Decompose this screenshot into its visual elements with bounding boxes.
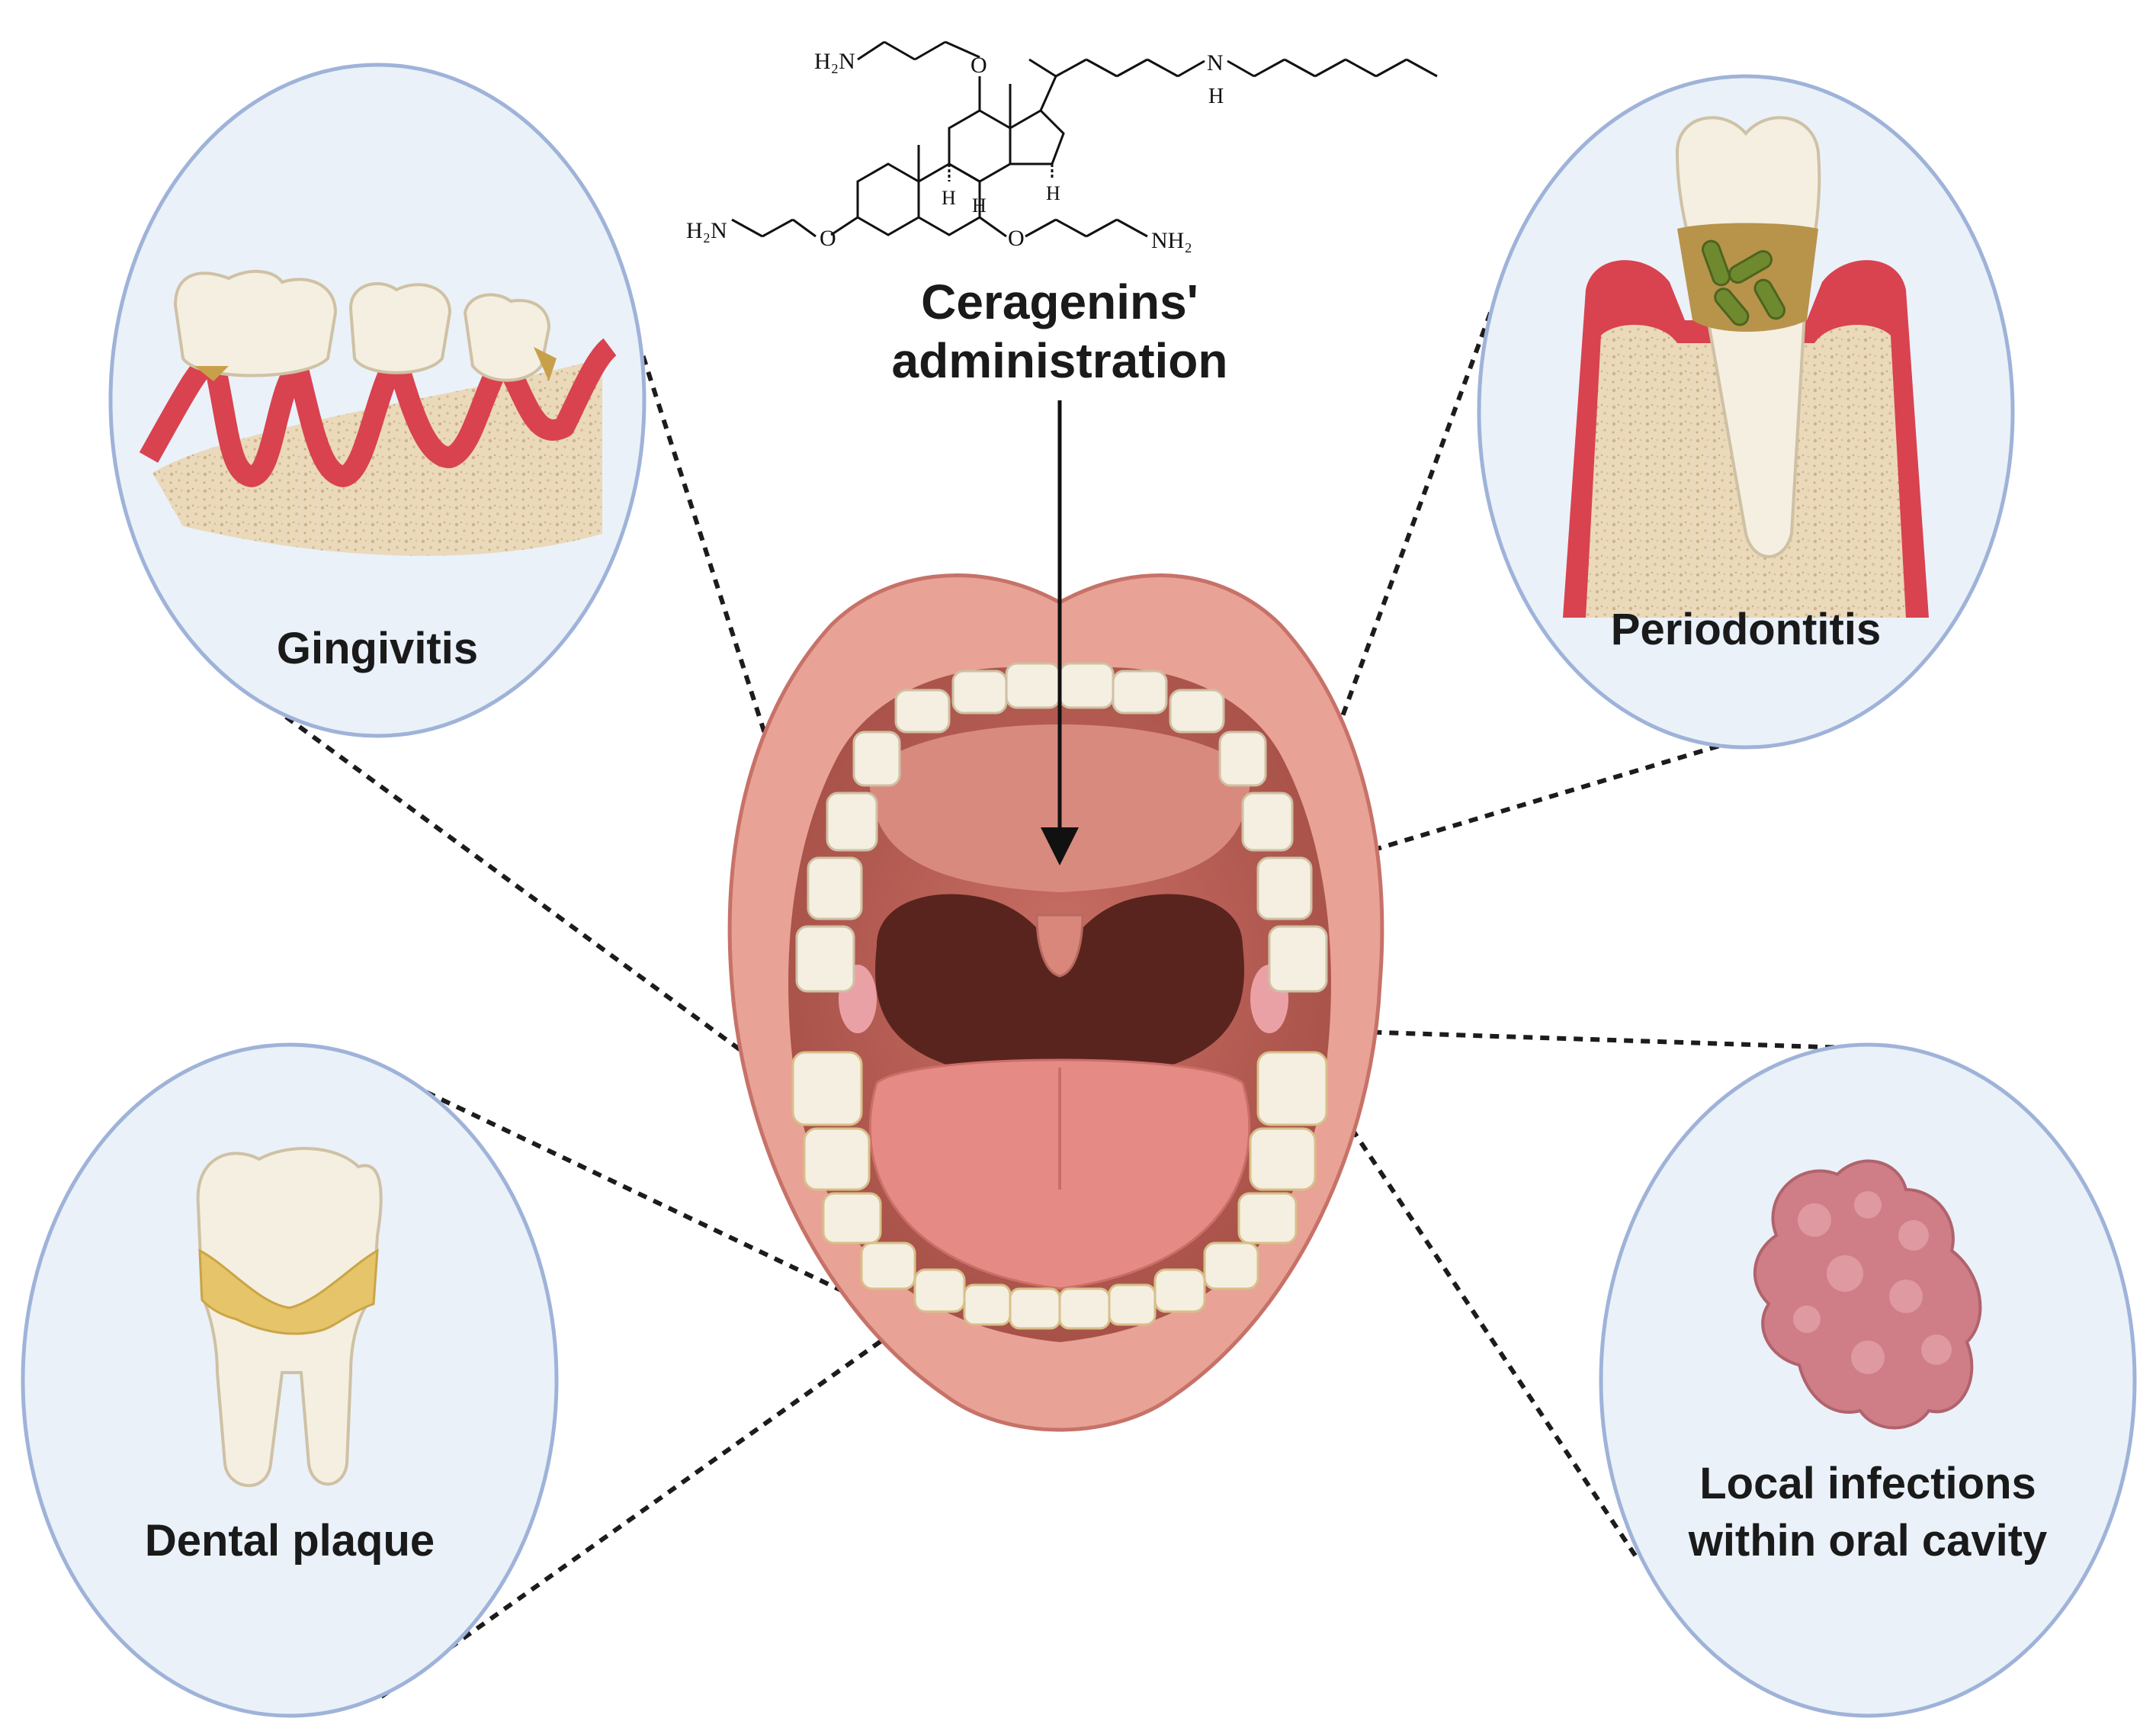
ring-d xyxy=(1009,109,1065,165)
gingivitis-panel: Gingivitis xyxy=(108,63,646,738)
lower-teeth xyxy=(791,1051,1328,1330)
local-infections-panel: Local infections within oral cavity xyxy=(1599,1042,2137,1718)
amine-nitrogen: N xyxy=(1207,50,1224,75)
ring-c xyxy=(948,109,1012,183)
throat xyxy=(875,894,1244,1083)
dental-plaque-circle xyxy=(21,1042,559,1718)
local-infections-label-line-2: within oral cavity xyxy=(1688,1516,2048,1566)
oxygen-right: O xyxy=(1008,226,1025,251)
ring-hydrogen-2: H xyxy=(972,194,987,217)
amine-group-right: NH₂ xyxy=(1151,228,1192,253)
periodontitis-panel: Periodontitis xyxy=(1477,74,2015,750)
title-line-2: administration xyxy=(892,333,1228,388)
gingivitis-teeth xyxy=(173,269,551,382)
bacteria xyxy=(1702,239,1785,326)
periodontitis-label: Periodontitis xyxy=(1611,605,1881,654)
open-mouth xyxy=(727,573,1384,1432)
gingivitis-gum xyxy=(139,338,618,487)
oxygen-left: O xyxy=(820,226,836,251)
amine-group-top-left: H₂N xyxy=(814,49,855,74)
dental-plaque-deposit xyxy=(198,1248,379,1335)
ring-hydrogen-1: H xyxy=(942,187,956,209)
amine-hydrogen: H xyxy=(1208,85,1224,108)
title-line-1: Ceragenins' xyxy=(921,275,1198,329)
ceragenin-molecule xyxy=(731,40,1438,238)
molecule-labels: H₂N H₂N NH₂ O O O N H H H H xyxy=(686,49,1224,253)
uvula xyxy=(1035,914,1084,978)
dental-plaque-label: Dental plaque xyxy=(145,1516,435,1566)
ring-a xyxy=(856,162,920,236)
upper-teeth xyxy=(795,662,1328,993)
dental-plaque-panel: Dental plaque xyxy=(21,1042,559,1718)
amine-group-left: H₂N xyxy=(686,218,727,243)
connector-infection-top xyxy=(1288,1027,1869,1051)
gingivitis-label: Gingivitis xyxy=(277,624,478,673)
local-infections-label-line-1: Local infections xyxy=(1699,1459,2036,1508)
connector-plaque-bottom xyxy=(380,1309,924,1699)
ring-hydrogen-3: H xyxy=(1046,182,1060,204)
oxygen-top: O xyxy=(971,53,987,78)
